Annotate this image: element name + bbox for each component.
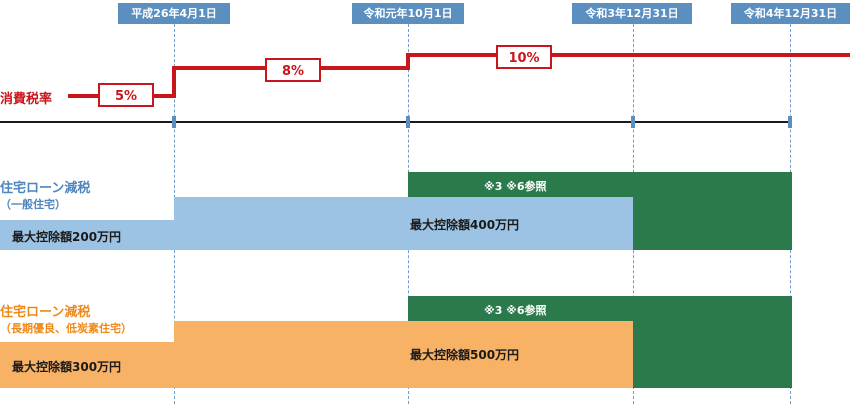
tax-rate-8: 8%	[265, 58, 321, 82]
longterm-max-after: 最大控除額500万円	[410, 348, 520, 362]
timeline-tick-r4	[788, 116, 792, 128]
date-tag-h26: 平成26年4月1日	[118, 3, 230, 24]
general-deduction-bar-early	[0, 220, 174, 250]
longterm-extension-note: ※3 ※6参照	[484, 304, 547, 317]
longterm-deduction-bar-early	[0, 342, 174, 388]
timeline-axis	[0, 121, 790, 123]
longterm-max-before: 最大控除額300万円	[12, 360, 122, 374]
general-max-after: 最大控除額400万円	[410, 218, 520, 232]
longterm-deduction-bar	[174, 321, 633, 388]
date-tag-r1: 令和元年10月1日	[352, 3, 464, 24]
tax-rate-5: 5%	[98, 83, 154, 107]
timeline-tick-r1	[406, 116, 410, 128]
general-extension-note: ※3 ※6参照	[484, 180, 547, 193]
tax-rate-step-line	[68, 53, 850, 98]
general-section-title: 住宅ローン減税	[0, 181, 91, 196]
timeline-tick-r3	[631, 116, 635, 128]
date-tag-r3: 令和3年12月31日	[572, 3, 692, 24]
tax-rate-10: 10%	[496, 45, 552, 69]
general-max-before: 最大控除額200万円	[12, 230, 122, 244]
date-tag-r4: 令和4年12月31日	[731, 3, 850, 24]
longterm-section-title: 住宅ローン減税	[0, 305, 91, 320]
tax-rate-label: 消費税率	[0, 92, 53, 107]
general-deduction-bar	[174, 197, 633, 250]
longterm-section-subtitle: （長期優良、低炭素住宅）	[0, 322, 132, 335]
timeline-tick-h26	[172, 116, 176, 128]
general-section-subtitle: （一般住宅）	[0, 198, 66, 211]
